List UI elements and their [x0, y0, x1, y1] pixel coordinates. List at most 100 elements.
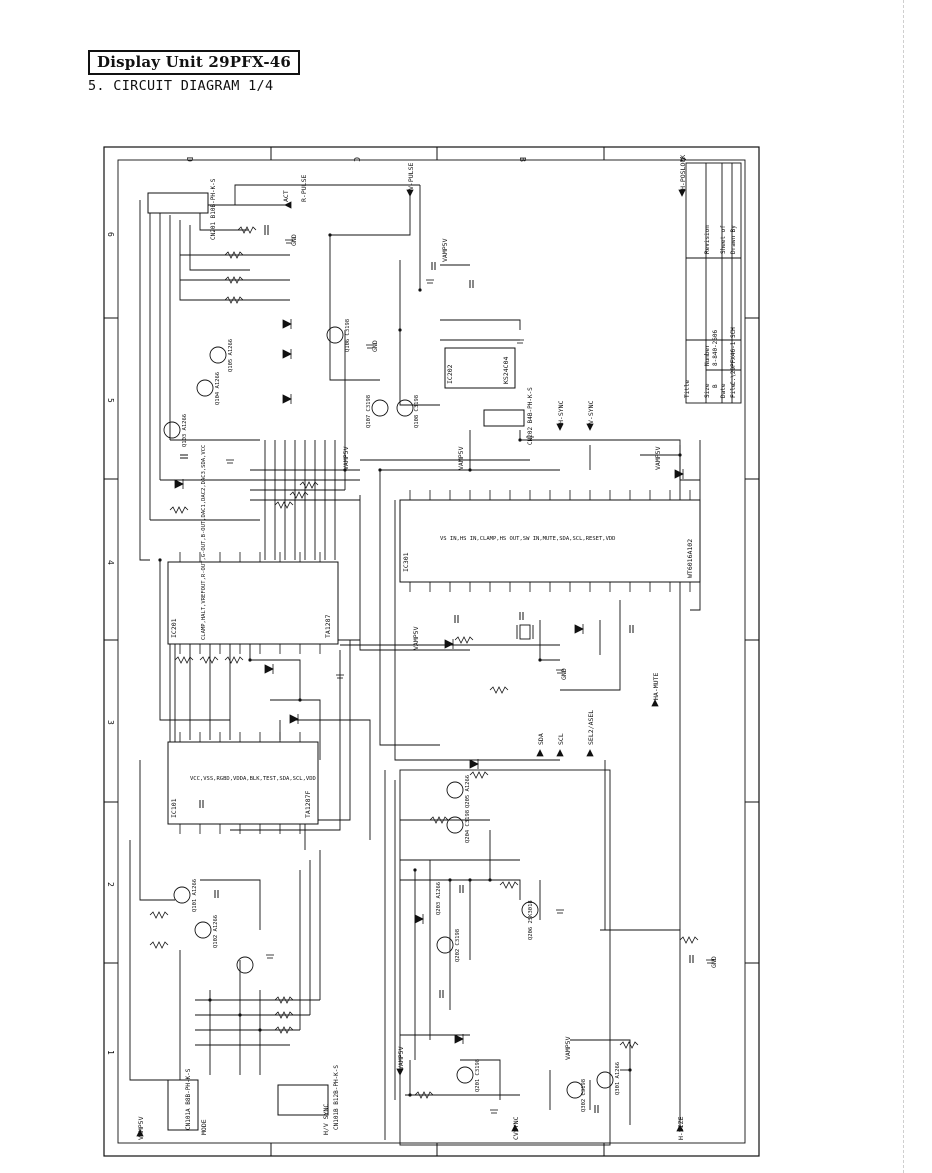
tb-title-label: Title — [684, 380, 691, 398]
zone-side-5: 2 — [106, 882, 115, 887]
label-vamp-6: VAMP5V — [137, 1116, 145, 1140]
tb-size-value: B — [712, 384, 719, 388]
zone-side-3: 4 — [106, 560, 115, 565]
tb-number-label: Number — [704, 344, 711, 366]
title-block — [685, 162, 742, 404]
tb-revision-label: Revision — [704, 225, 711, 254]
tb-number-value: 8-840-2606 — [712, 329, 719, 366]
q101-symbol — [173, 886, 191, 904]
label-gnd-4: GND — [710, 956, 718, 968]
label-vamp-5: VAMP5V — [412, 626, 420, 650]
tb-size-label: Size — [704, 383, 711, 398]
q103-symbol — [163, 421, 181, 439]
q103b-symbol — [236, 956, 254, 974]
label-csync: CVSYNC — [512, 1116, 520, 1140]
q201-symbol — [456, 1066, 474, 1084]
tb-file-value: C:\29PFX46-1.SCH — [730, 327, 737, 385]
q302-symbol — [566, 1081, 584, 1099]
page-header: Display Unit 29PFX-46 5. CIRCUIT DIAGRAM… — [88, 50, 301, 94]
ic101-pins: VCC,VSS,RGBD,VDDA,BLK,TEST,SDA,SCL,VDD — [190, 776, 316, 782]
q202-symbol — [436, 936, 454, 954]
q205-symbol — [446, 781, 464, 799]
q203-label: Q203 A1266 — [436, 882, 442, 915]
q206-label: Q206 2SK3018 — [528, 900, 534, 940]
label-hposlock: H-POSLOCK — [679, 155, 687, 190]
tb-sheet-label: Sheet of — [720, 225, 727, 254]
resistor-symbols — [149, 226, 699, 1099]
transistor-labels: Q105 A1266 Q104 A1266 Q103 A1266 Q106 C3… — [182, 319, 621, 1112]
q104-symbol — [196, 379, 214, 397]
ic201-pins: CLAMP,HALT,VREFOUT,R-OUT,G-OUT,B-OUT,DAC… — [201, 445, 207, 640]
q301-label: Q301 A1266 — [615, 1062, 621, 1095]
q201-label: Q201 C3198 — [475, 1059, 481, 1092]
cn101a-body — [167, 1079, 199, 1131]
label-vamp-1: VAMP5V — [441, 238, 449, 262]
document-subtitle: 5. CIRCUIT DIAGRAM 1/4 — [88, 78, 274, 94]
q202-label: Q202 C3198 — [455, 929, 461, 962]
ic301-part: WT6016A102 — [686, 539, 694, 578]
zone-side-1: 6 — [106, 232, 115, 237]
q204-label: Q204 C3198 — [465, 810, 471, 843]
cn101b-body — [277, 1084, 329, 1116]
q301-symbol — [596, 1071, 614, 1089]
zone-side-6: 1 — [106, 1050, 115, 1055]
transistor-symbols — [163, 326, 614, 1099]
label-sel: SEL2/ASEL — [587, 710, 595, 745]
title-block-text: Title Size B Number 8-840-2606 Revision … — [684, 225, 737, 398]
q205-label: Q205 A1266 — [465, 775, 471, 808]
binder-margin-line — [903, 0, 904, 1173]
zone-side-2: 5 — [106, 398, 115, 403]
q104-label: Q104 A1266 — [215, 372, 221, 405]
tb-date-label: Date — [720, 383, 727, 398]
q108-label: Q108 C3198 — [414, 395, 420, 428]
q102-label: Q102 A1266 — [213, 915, 219, 948]
label-rpulse: R-PULSE — [300, 175, 308, 202]
label-gnd-2: GND — [371, 340, 379, 352]
q107-symbol — [371, 399, 389, 417]
q106-label: Q106 C3198 — [345, 319, 351, 352]
label-hsync: H-SYNC — [557, 400, 565, 424]
q106-symbol — [326, 326, 344, 344]
label-hsize: H-SIZE — [677, 1116, 685, 1140]
ic202-ref: IC202 — [446, 364, 454, 384]
label-vpulse: V-PULSE — [407, 163, 415, 190]
capacitor-symbols — [180, 225, 694, 1113]
signal-ports — [136, 189, 686, 1137]
drawing-frame — [103, 146, 760, 1157]
cn201-label: CN201 B10B-PH-K-S — [210, 178, 217, 240]
schematic-wires — [129, 184, 701, 1146]
label-hv: H/V SYNC — [322, 1104, 330, 1135]
q103-label: Q103 A1266 — [182, 414, 188, 447]
label-vamp-4: VAMP5V — [654, 446, 662, 470]
zone-top-4: A — [678, 157, 687, 162]
label-hamute: HA-MUTE — [652, 673, 660, 700]
zone-top-3: B — [518, 157, 527, 162]
document-title: Display Unit 29PFX-46 — [88, 50, 301, 75]
label-vamp-2: VAMP5V — [342, 446, 350, 470]
tb-file-label: File — [730, 383, 737, 398]
q206-symbol — [521, 901, 539, 919]
label-scl: SCL — [557, 733, 565, 745]
label-act: ACT — [282, 190, 290, 202]
ic-bodies — [147, 192, 701, 1131]
ic201-ref: IC201 — [170, 618, 178, 638]
ground-symbols — [226, 239, 714, 1114]
cn202-label: CN202 B4B-PH-K-S — [527, 387, 534, 445]
ic101-ref: IC101 — [170, 798, 178, 818]
label-vsync: V-SYNC — [587, 400, 595, 424]
q204-symbol — [446, 816, 464, 834]
q107-label: Q107 C3198 — [366, 395, 372, 428]
cn201-body — [147, 192, 209, 214]
zone-side-4: 3 — [106, 720, 115, 725]
zone-top-1: D — [185, 157, 194, 162]
label-gnd-1: GND — [290, 234, 298, 246]
ic-pin-stubs — [179, 490, 691, 834]
diode-symbols — [174, 319, 684, 1044]
ic-labels: IC301 WT6016A102 IC201 TA1287 IC202 KS24… — [170, 357, 694, 818]
ic201-part: TA1287 — [324, 614, 332, 638]
label-sda: SDA — [537, 733, 545, 745]
ic101-part: TA1287F — [304, 791, 312, 818]
zone-markers: D C B A 6 5 4 3 2 1 — [106, 157, 687, 1055]
cn101a-label: CN101A B8B-PH-K-S — [185, 1068, 192, 1130]
q102-symbol — [194, 921, 212, 939]
